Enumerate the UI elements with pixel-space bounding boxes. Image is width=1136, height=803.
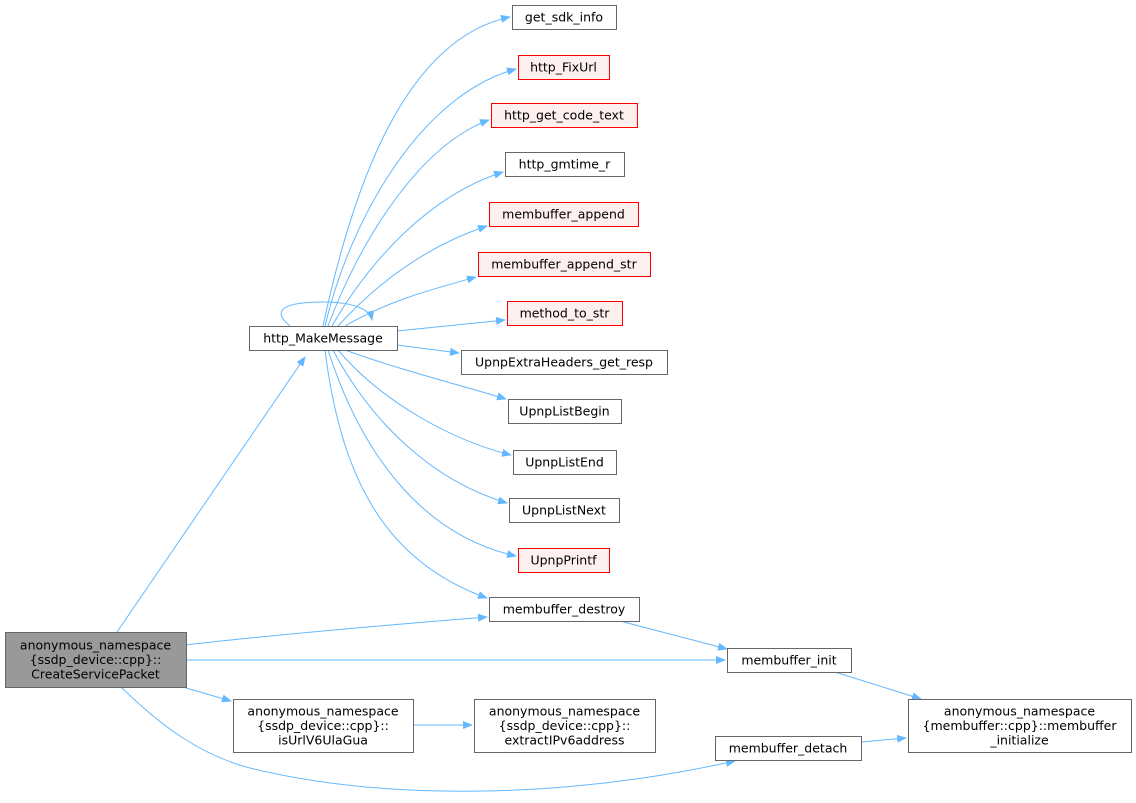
- node-membuffer-init[interactable]: membuffer_init: [727, 648, 852, 673]
- node-membuffer-append-str[interactable]: membuffer_append_str: [478, 252, 651, 277]
- node-upnp-list-next[interactable]: UpnpListNext: [509, 498, 620, 523]
- edge-create-service-packet-to-http-make-message: [116, 356, 306, 633]
- node-label: {ssdp_device::cpp}::: [499, 718, 631, 733]
- edge-http-make-message-to-upnp-printf: [327, 349, 517, 558]
- edge-http-make-message-to-membuffer-append-str: [344, 275, 477, 327]
- node-box: [512, 5, 617, 30]
- edge-http-make-message-to-upnp-list-next: [332, 349, 508, 505]
- node-label: get_sdk_info: [525, 10, 603, 25]
- node-http-gmtime-r[interactable]: http_gmtime_r: [505, 152, 625, 177]
- edge-membuffer-detach-to-membuffer-initialize: [860, 734, 907, 743]
- node-label: method_to_str: [520, 306, 611, 321]
- node-extract-ipv6-address[interactable]: anonymous_namespace{ssdp_device::cpp}::e…: [474, 699, 656, 753]
- node-box: [715, 736, 862, 761]
- edge-create-service-packet-to-is-url-v6-ula-gua: [185, 687, 232, 703]
- node-upnp-list-begin[interactable]: UpnpListBegin: [508, 399, 622, 424]
- node-http-get-code-text[interactable]: http_get_code_text: [491, 103, 638, 128]
- node-label: http_MakeMessage: [263, 331, 383, 346]
- node-box: [489, 597, 640, 622]
- node-box: [233, 699, 414, 753]
- node-box: [518, 548, 610, 573]
- node-box: [478, 252, 651, 277]
- edge-http-make-message-to-http-get-code-text: [327, 119, 490, 327]
- node-http-fixurl[interactable]: http_FixUrl: [518, 55, 610, 80]
- node-label: membuffer_append_str: [491, 257, 637, 272]
- node-method-to-str[interactable]: method_to_str: [507, 301, 623, 326]
- edge-http-make-message-to-http-gmtime-r: [331, 170, 504, 327]
- edge-http-make-message-to-get-sdk-info: [322, 14, 511, 327]
- edge-http-make-message-to-upnp-list-begin: [344, 349, 507, 401]
- node-upnp-extra-headers-get-resp[interactable]: UpnpExtraHeaders_get_resp: [461, 350, 668, 375]
- edge-membuffer-destroy-to-membuffer-init: [619, 620, 728, 651]
- node-label: http_get_code_text: [504, 108, 624, 123]
- node-get-sdk-info[interactable]: get_sdk_info: [512, 5, 617, 30]
- node-membuffer-detach[interactable]: membuffer_detach: [715, 736, 862, 761]
- node-http-make-message[interactable]: http_MakeMessage: [249, 326, 398, 351]
- edge-http-make-message-to-upnp-list-end: [337, 349, 512, 457]
- node-box: [505, 152, 625, 177]
- edge-http-make-message-to-upnp-extra-headers-get-resp: [396, 344, 460, 356]
- node-label: {ssdp_device::cpp}::: [30, 652, 162, 667]
- edges: [116, 14, 922, 792]
- edge-http-make-message-to-method-to-str: [396, 316, 506, 332]
- node-label: CreateServicePacket: [31, 667, 160, 682]
- node-label: UpnpListBegin: [519, 404, 609, 419]
- node-label: {ssdp_device::cpp}::: [257, 718, 389, 733]
- node-box: [489, 202, 639, 227]
- edge-create-service-packet-to-membuffer-detach: [120, 686, 736, 792]
- node-box: [5, 632, 187, 688]
- node-label: isUrlV6UlaGua: [278, 733, 368, 748]
- node-membuffer-destroy[interactable]: membuffer_destroy: [489, 597, 640, 622]
- node-box: [507, 301, 623, 326]
- node-label: extractIPv6address: [504, 733, 624, 748]
- node-box: [518, 55, 610, 80]
- node-box: [908, 699, 1132, 753]
- node-box: [727, 648, 852, 673]
- node-membuffer-append[interactable]: membuffer_append: [489, 202, 639, 227]
- node-label: _initialize: [989, 733, 1049, 748]
- node-label: UpnpExtraHeaders_get_resp: [475, 355, 653, 370]
- node-label: anonymous_namespace: [489, 704, 640, 719]
- node-label: membuffer_detach: [729, 741, 848, 756]
- edge-membuffer-init-to-membuffer-initialize: [834, 671, 922, 701]
- node-box: [508, 399, 622, 424]
- node-box: [491, 103, 638, 128]
- node-label: membuffer_destroy: [503, 602, 626, 617]
- node-box: [461, 350, 668, 375]
- edge-http-make-message-to-http-make-message: [280, 301, 375, 327]
- node-label: UpnpListEnd: [525, 455, 604, 470]
- edge-http-make-message-to-http-fixurl: [324, 67, 517, 327]
- edge-http-make-message-to-membuffer-destroy: [324, 349, 488, 599]
- nodes: anonymous_namespace{ssdp_device::cpp}::C…: [5, 5, 1132, 761]
- edge-http-make-message-to-membuffer-append: [337, 225, 488, 327]
- edge-create-service-packet-to-membuffer-destroy: [185, 613, 488, 646]
- node-is-url-v6-ula-gua[interactable]: anonymous_namespace{ssdp_device::cpp}::i…: [233, 699, 414, 753]
- node-label: membuffer_init: [741, 653, 836, 668]
- node-label: anonymous_namespace: [944, 704, 1095, 719]
- node-box: [513, 450, 617, 475]
- node-label: anonymous_namespace: [247, 704, 398, 719]
- node-box: [474, 699, 656, 753]
- node-label: membuffer_append: [502, 207, 625, 222]
- node-create-service-packet[interactable]: anonymous_namespace{ssdp_device::cpp}::C…: [5, 632, 187, 688]
- node-box: [509, 498, 620, 523]
- node-label: anonymous_namespace: [20, 638, 171, 653]
- node-label: UpnpListNext: [522, 503, 606, 518]
- node-upnp-printf[interactable]: UpnpPrintf: [518, 548, 610, 573]
- node-label: http_gmtime_r: [519, 157, 612, 172]
- node-membuffer-initialize[interactable]: anonymous_namespace{membuffer::cpp}::mem…: [908, 699, 1132, 753]
- node-upnp-list-end[interactable]: UpnpListEnd: [513, 450, 617, 475]
- node-label: http_FixUrl: [530, 60, 597, 75]
- node-box: [249, 326, 398, 351]
- node-label: UpnpPrintf: [530, 553, 597, 568]
- node-label: {membuffer::cpp}::membuffer: [923, 718, 1118, 733]
